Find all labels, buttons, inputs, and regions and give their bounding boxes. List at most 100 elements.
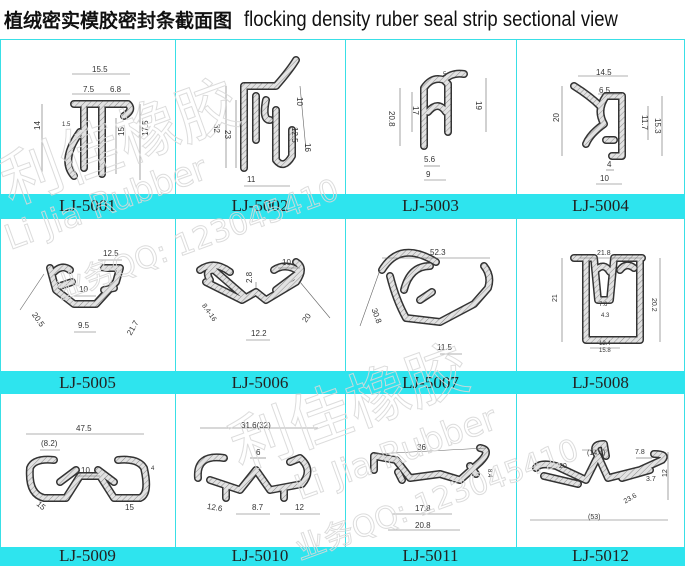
model-label: LJ-5012 <box>572 546 629 565</box>
model-label: LJ-5010 <box>231 546 289 565</box>
dimension-label: 12.6 <box>206 502 223 514</box>
dimension-label: 21 <box>552 294 559 302</box>
model-label: LJ-5011 <box>402 546 459 565</box>
dimension-label: 21.8 <box>597 250 611 257</box>
dimension-label: 14 <box>33 121 42 130</box>
title-chinese: 植绒密实模胶密封条截面图 <box>4 10 233 32</box>
dimension-label: 11 <box>247 175 256 184</box>
dimension-label: 6 <box>256 448 261 457</box>
dims-lj-5004: 14.5 6.5 20 11.7 15.3 4 10 <box>552 68 662 183</box>
model-label: LJ-5009 <box>59 546 116 565</box>
model-label: LJ-5006 <box>231 373 289 392</box>
dimension-label: 5.6 <box>424 155 436 164</box>
dimension-label: 17.5 <box>141 120 150 136</box>
dimension-label: 8.7 <box>252 503 264 512</box>
profile-lj-5001 <box>64 100 135 180</box>
dimension-label: 20.5 <box>30 311 47 329</box>
dimension-label: 6.5 <box>599 86 611 95</box>
dims-lj-5001: 15.5 7.5 6.8 14 15 17.5 1.5 <box>33 65 150 136</box>
profile-lj-5002 <box>240 56 300 172</box>
dimension-label: 12 <box>295 503 304 512</box>
profile-lj-5012 <box>532 440 668 488</box>
dimension-label: 10 <box>282 258 291 267</box>
label-band-row-1 <box>0 194 685 218</box>
dimension-label: 12.5 <box>103 249 119 258</box>
dims-lj-5003: 20.8 17 19 5.6 9 5 <box>387 72 483 179</box>
cell-lj-5003 <box>345 39 517 195</box>
profile-lj-5008 <box>570 254 646 344</box>
dimension-label: 52.3 <box>430 248 446 257</box>
model-label: LJ-5002 <box>231 196 289 215</box>
dimension-label: 15 <box>125 503 134 512</box>
dimension-line <box>373 447 487 455</box>
dimension-label: 15.5 <box>92 65 108 74</box>
dimension-label: 31.6(32) <box>241 421 271 430</box>
dimension-label: 23.6 <box>623 492 638 505</box>
model-label: LJ-5007 <box>402 373 459 392</box>
dimension-label: 7.6 <box>599 302 608 308</box>
dimension-label: 11.7 <box>640 115 649 131</box>
profile-lj-5006 <box>196 258 305 304</box>
dimension-label: 9.5 <box>78 321 90 330</box>
page-title: 植绒密实模胶密封条截面图 flocking density ruber seal… <box>4 6 669 38</box>
dimension-label: 10 <box>81 466 90 475</box>
dimension-label: 15 <box>117 127 126 136</box>
dims-lj-5010: 31.6(32) 6 12.6 8.7 12 <box>206 421 304 514</box>
dimension-label: 12.2 <box>251 329 267 338</box>
model-label: LJ-5004 <box>572 196 629 215</box>
dimension-line <box>359 269 381 327</box>
dimension-line <box>299 281 331 319</box>
dimension-label: (53) <box>588 514 600 521</box>
dimension-label: 6.8 <box>110 85 122 94</box>
dimension-label: 7.8 <box>635 449 645 456</box>
dimension-label: 36 <box>417 443 426 452</box>
dimension-label: 3.7 <box>646 476 656 483</box>
dimension-label: 1.5 <box>62 122 71 128</box>
label-band-row-3 <box>0 547 685 566</box>
dimension-label: 4.3 <box>601 313 610 319</box>
dimension-label: 30.8 <box>370 307 384 325</box>
dimension-label: (8.2) <box>41 439 58 448</box>
dimension-label: 19 <box>474 101 483 110</box>
dimension-label: 16 <box>303 143 312 152</box>
dimension-label: (14.4) <box>587 450 605 457</box>
model-label: LJ-5003 <box>402 196 459 215</box>
dimension-label: 7.5 <box>83 85 95 94</box>
dimension-label: 12 <box>662 469 669 477</box>
dimension-label: 15.8 <box>599 348 611 354</box>
dimension-label: 32 <box>212 124 221 133</box>
profile-lj-5005 <box>46 263 124 308</box>
dimension-label: 23 <box>223 130 232 139</box>
dimension-label: 11.5 <box>437 343 453 352</box>
title-english: flocking density ruber seal strip sectio… <box>244 7 619 31</box>
dimension-label: 8.4 <box>486 469 492 478</box>
dimension-label: 5 <box>443 72 447 78</box>
dimension-line <box>299 85 307 151</box>
dimension-label: 20.8 <box>415 521 431 530</box>
dimension-label: 20 <box>559 463 567 470</box>
profile-lj-5004 <box>570 82 626 160</box>
dimension-label: 20 <box>552 113 561 122</box>
dimension-label: 20.8 <box>387 111 396 127</box>
dimension-label: 4 <box>151 466 155 472</box>
dimension-label: 47.5 <box>76 424 92 433</box>
dimension-label: 20.2 <box>650 298 657 312</box>
dimension-label: 15.3 <box>653 118 662 134</box>
profile-lj-5010 <box>193 453 312 502</box>
dims-lj-5011: 36 8.4 17.8 20.8 <box>415 443 492 530</box>
dimension-label: 12.5 <box>290 127 299 143</box>
dimension-label: 10 <box>79 285 88 294</box>
profile-lj-5003 <box>420 69 468 150</box>
dimension-label: 12.4 <box>599 341 611 347</box>
dimension-line <box>19 273 45 311</box>
profile-lj-5007 <box>378 248 494 326</box>
dims-lj-5008: 21.8 21 20.2 7.6 4.3 12.4 15.8 <box>552 250 657 354</box>
dims-lj-5002: 32 23 10 12.5 16 11 <box>212 97 312 184</box>
dimension-label: 10 <box>295 97 304 106</box>
model-label: LJ-5001 <box>59 196 116 215</box>
dimension-label: 10 <box>600 174 609 183</box>
dimension-label: 17.8 <box>415 504 431 513</box>
model-label: LJ-5008 <box>572 373 629 392</box>
